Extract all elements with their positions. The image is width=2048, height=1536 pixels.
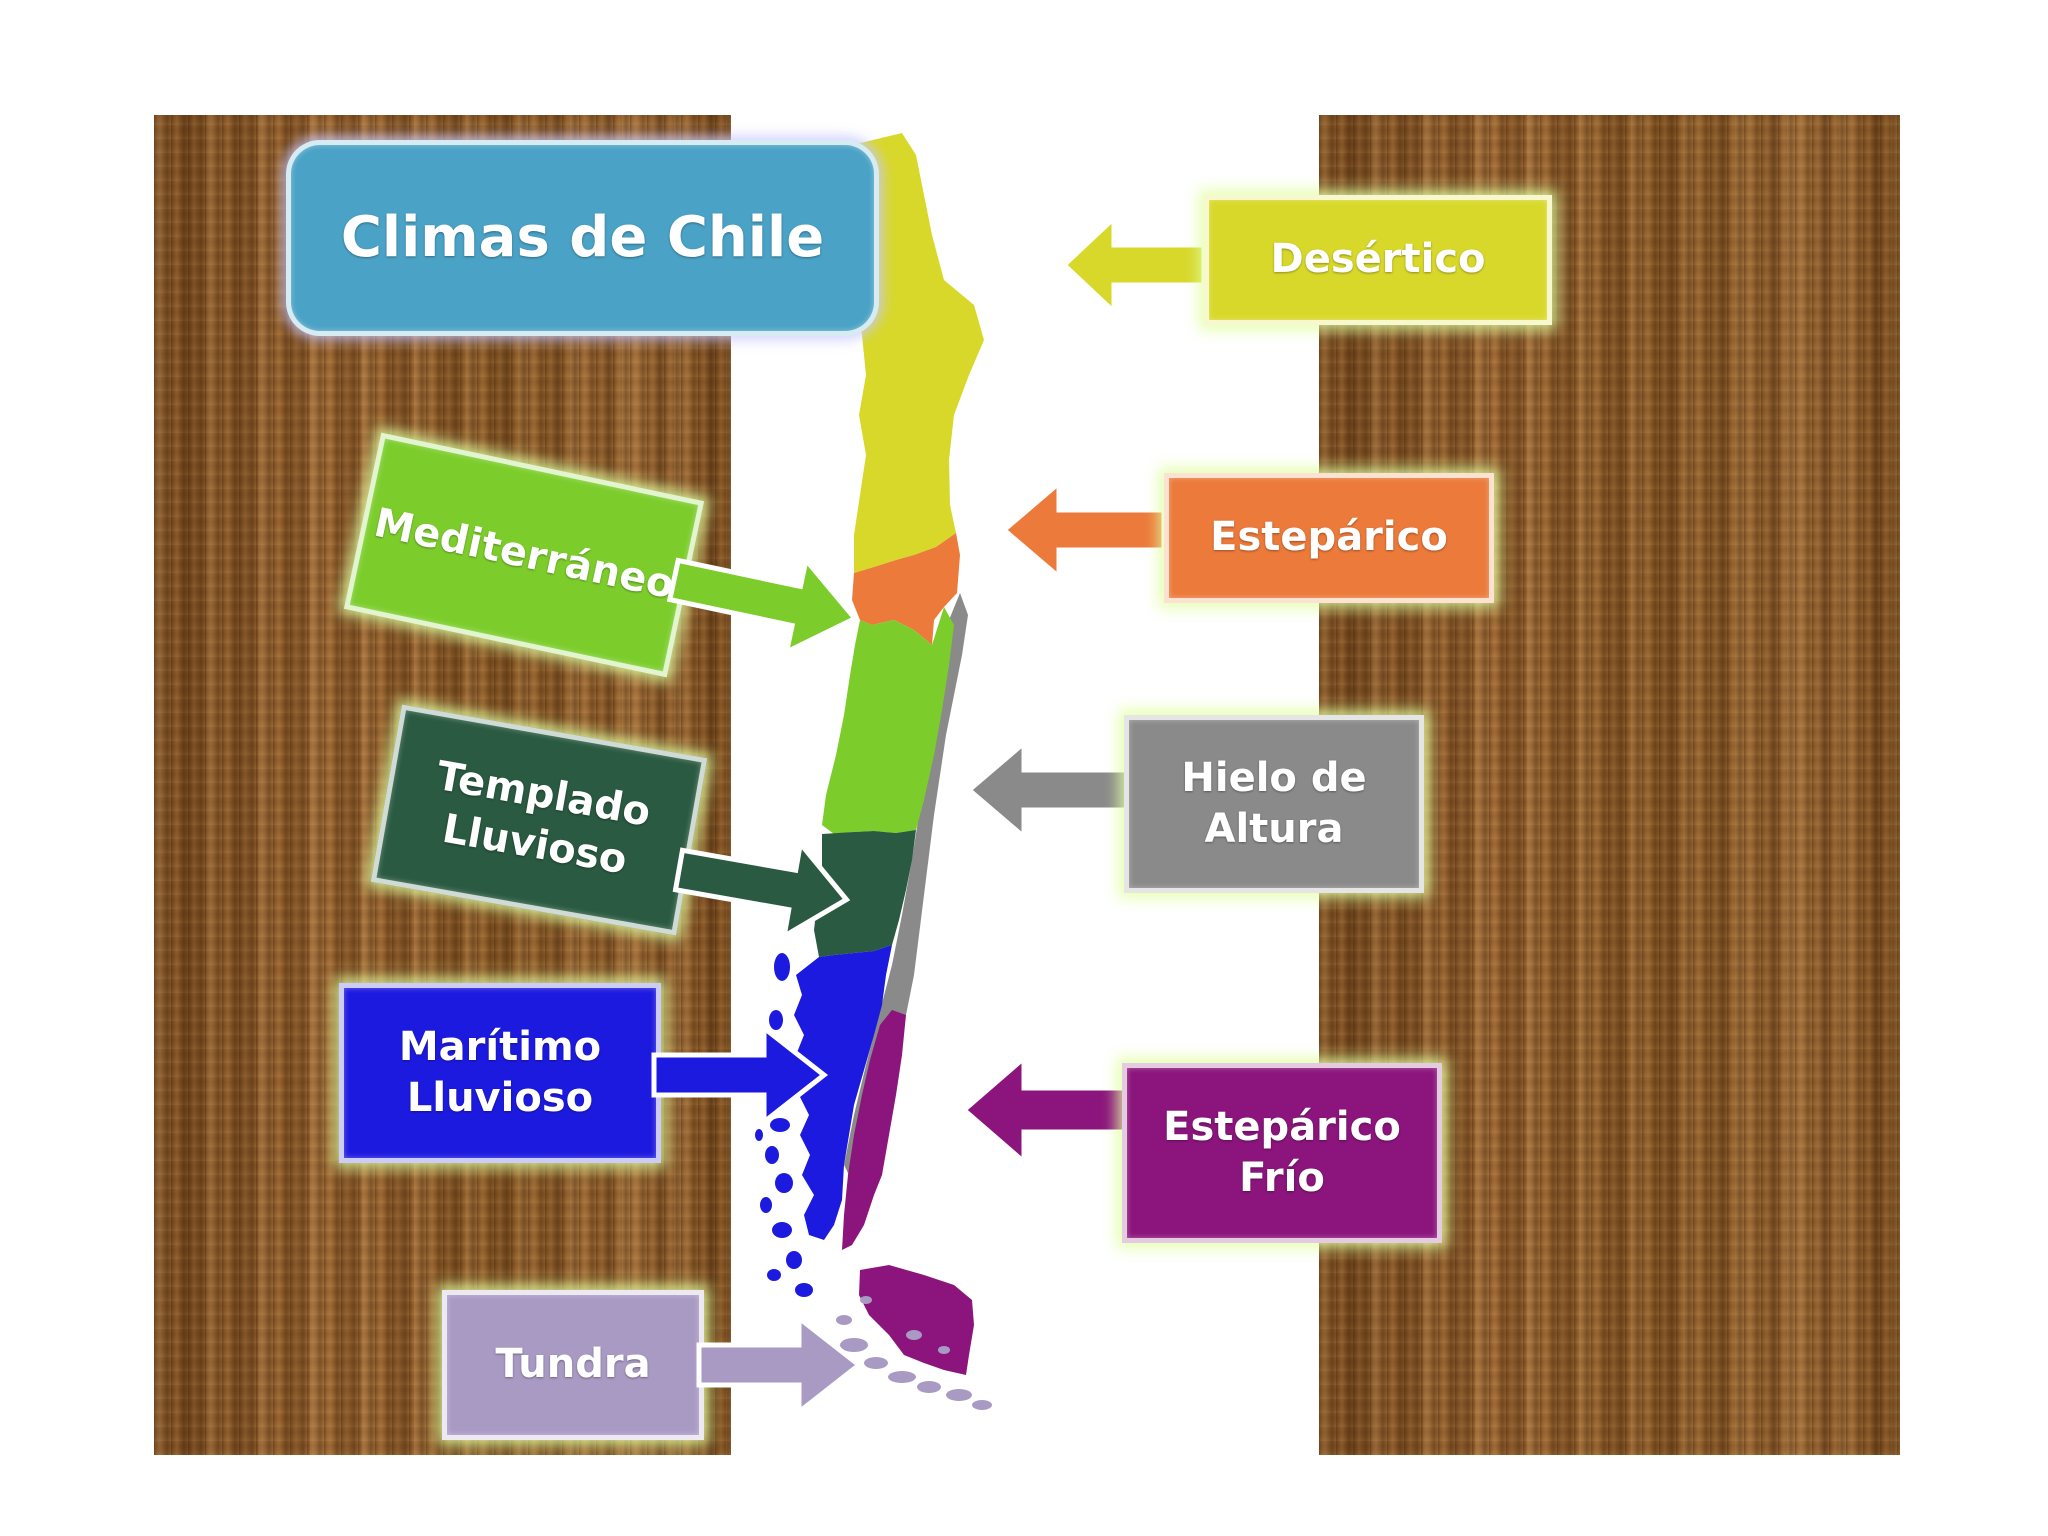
map-region-desertico (850, 133, 984, 573)
map-region-maritimo (794, 945, 892, 1240)
arrow-estepario-frio (960, 1052, 1132, 1168)
label-mediterraneo-text: Mediterráneo (370, 500, 679, 609)
label-hielo-text: Hielo de Altura (1181, 754, 1367, 852)
label-maritimo: Marítimo Lluvioso (339, 983, 661, 1163)
label-tundra-text: Tundra (495, 1341, 651, 1388)
map-region-mediterraneo (822, 607, 954, 834)
label-desertico: Desértico (1204, 195, 1552, 325)
label-estepario-frio: Estepárico Frío (1122, 1063, 1442, 1243)
arrow-tundra (696, 1312, 864, 1418)
label-maritimo-text: Marítimo Lluvioso (398, 1023, 602, 1121)
label-templado-text: Templado Lluvioso (433, 752, 655, 884)
arrow-desertico (1060, 212, 1207, 318)
label-hielo: Hielo de Altura (1124, 715, 1424, 893)
label-estepario-text: Estepárico (1210, 514, 1448, 561)
arrow-hielo (965, 737, 1132, 843)
arrow-estepario (1000, 477, 1167, 583)
page-title: Climas de Chile (340, 205, 825, 271)
map-region-templado (814, 830, 916, 957)
label-estepario-frio-text: Estepárico Frío (1163, 1103, 1401, 1201)
map-region-estepario (852, 533, 960, 645)
arrow-maritimo (651, 1022, 829, 1128)
title-box: Climas de Chile (286, 140, 879, 336)
map-region-estepario-frio (842, 1010, 906, 1250)
map-islands-tundra (836, 1296, 992, 1410)
arrow-mediterraneo (666, 554, 859, 657)
climate-slide: Climas de Chile Desértico Estepárico Med… (154, 115, 1900, 1455)
arrow-templado (672, 837, 851, 942)
label-estepario: Estepárico (1164, 473, 1494, 603)
label-tundra: Tundra (442, 1290, 704, 1440)
chile-climate-map (755, 133, 992, 1410)
label-desertico-text: Desértico (1270, 236, 1486, 283)
